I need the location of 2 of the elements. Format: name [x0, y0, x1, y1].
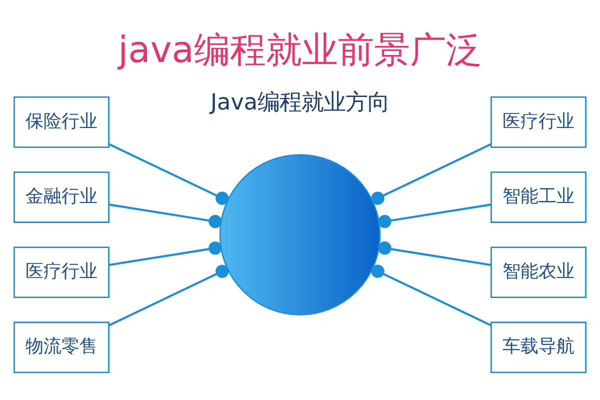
diagram-title: java编程就业前景广泛: [118, 28, 482, 72]
label: Java编程就业方向: [210, 89, 390, 116]
